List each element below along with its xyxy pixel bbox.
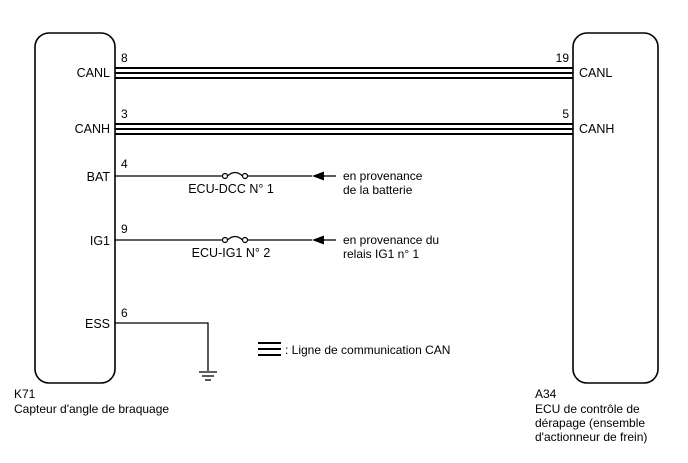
arrow-icon [312, 235, 324, 245]
canl-can-bus-line [115, 67, 573, 79]
pin-number-5: 5 [562, 107, 569, 121]
right-component-name-line2: dérapage (ensemble [535, 416, 645, 430]
pin-number-3: 3 [121, 107, 128, 121]
source-battery-line2: de la batterie [343, 183, 413, 197]
pin-label-canh-left: CANH [75, 122, 110, 136]
pin-label-canh-right: CANH [579, 122, 614, 136]
source-ig1-relay-line2: relais IG1 n° 1 [343, 247, 419, 261]
fuse-icon [221, 171, 249, 180]
source-ig1-relay-line1: en provenance du [343, 233, 439, 247]
right-component-box [572, 32, 659, 384]
pin-label-canl-right: CANL [579, 66, 612, 80]
left-component-code: K71 [14, 387, 36, 401]
pin-number-8: 8 [121, 51, 128, 65]
arrow-icon [312, 171, 324, 181]
pin-label-bat: BAT [87, 170, 111, 184]
left-component-name: Capteur d'angle de braquage [14, 402, 169, 416]
right-component-code: A34 [535, 387, 557, 401]
pin-label-canl-left: CANL [77, 66, 110, 80]
legend-text: : Ligne de communication CAN [285, 343, 450, 357]
pin-number-19: 19 [556, 51, 570, 65]
can-line-legend-icon [258, 342, 281, 356]
fuse-label-ecu-dcc: ECU-DCC N° 1 [188, 182, 274, 196]
pin-number-6: 6 [121, 306, 128, 320]
pin-label-ess: ESS [85, 317, 110, 331]
right-component-name-line1: ECU de contrôle de [535, 402, 640, 416]
fuse-icon [221, 235, 249, 244]
pin-label-ig1: IG1 [90, 234, 110, 248]
fuse-label-ecu-ig1: ECU-IG1 N° 2 [192, 246, 271, 260]
left-component-box [34, 32, 116, 384]
canh-can-bus-line [115, 123, 573, 135]
pin-number-9: 9 [121, 222, 128, 236]
ground-icon [199, 371, 217, 381]
source-battery-line1: en provenance [343, 169, 423, 183]
ess-wire [115, 322, 209, 371]
right-component-name-line3: d'actionneur de frein) [535, 430, 647, 444]
pin-number-4: 4 [121, 157, 128, 171]
